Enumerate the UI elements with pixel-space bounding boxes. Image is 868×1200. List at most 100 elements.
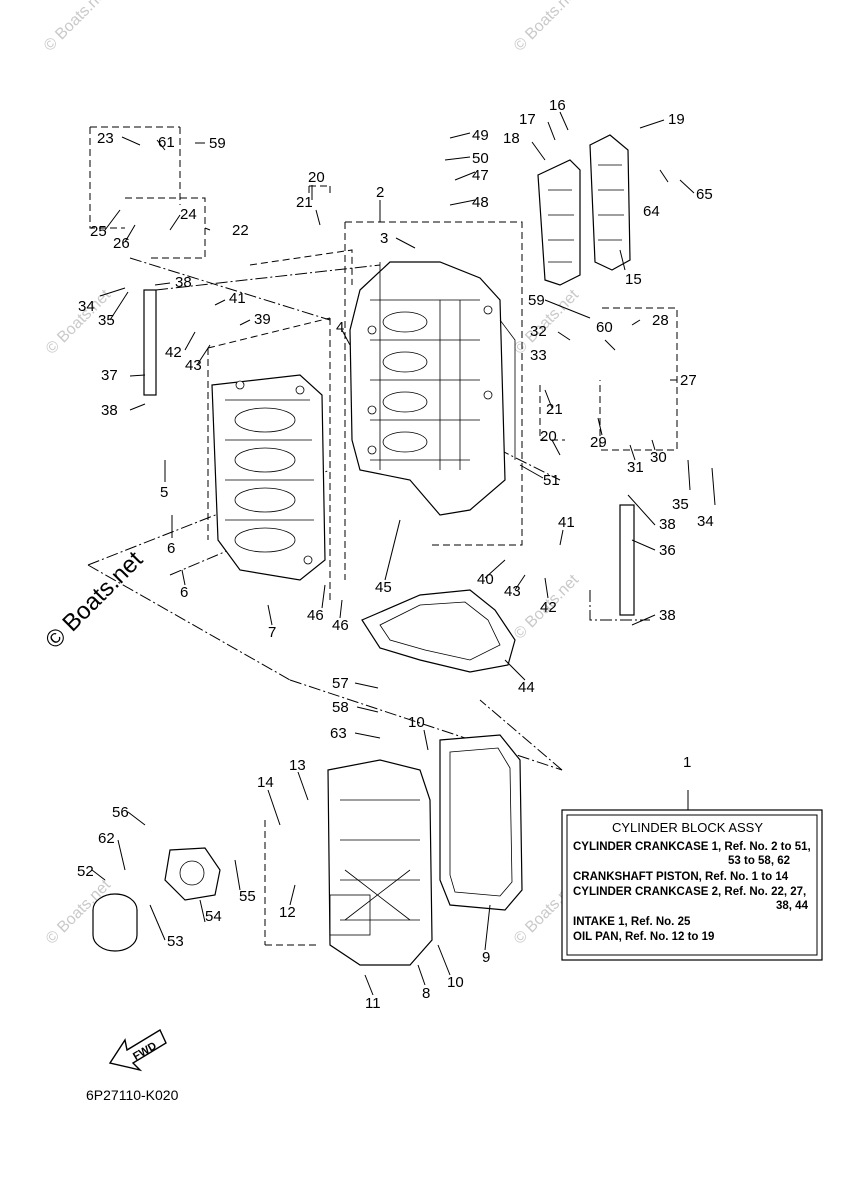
fwd-label: FWD: [131, 1040, 159, 1063]
callout-30: 30: [650, 449, 667, 466]
callout-65: 65: [696, 186, 713, 203]
callout-9: 9: [482, 949, 490, 966]
callout-20: 20: [540, 428, 557, 445]
callout-62: 62: [98, 830, 115, 847]
callout-3: 3: [380, 230, 388, 247]
callout-22: 22: [232, 222, 249, 239]
callout-49: 49: [472, 127, 489, 144]
callout-44: 44: [518, 679, 535, 696]
callout-45: 45: [375, 579, 392, 596]
callout-47: 47: [472, 167, 489, 184]
callout-29: 29: [590, 434, 607, 451]
watermark-small: © Boats.net: [511, 0, 583, 55]
callout-33: 33: [530, 347, 547, 364]
callout-51: 51: [543, 472, 560, 489]
callout-35: 35: [672, 496, 689, 513]
callout-38: 38: [175, 274, 192, 291]
exhaust-cover-18: [537, 159, 581, 286]
oil-filter: [92, 893, 138, 952]
callout-19: 19: [668, 111, 685, 128]
callout-11: 11: [365, 995, 381, 1012]
callout-64: 64: [643, 203, 660, 220]
callout-42: 42: [165, 344, 182, 361]
callout-21: 21: [296, 194, 313, 211]
callout-16: 16: [549, 97, 566, 114]
callout-38: 38: [101, 402, 118, 419]
callout-46: 46: [332, 617, 349, 634]
callout-34: 34: [78, 298, 95, 315]
watermark-small: © Boats.net: [41, 0, 113, 55]
pipe-37: [143, 289, 157, 396]
callout-24: 24: [180, 206, 197, 223]
callout-28: 28: [652, 312, 669, 329]
legend-line: CRANKSHAFT PISTON, Ref. No. 1 to 14: [573, 871, 789, 883]
callout-38: 38: [659, 607, 676, 624]
callout-36: 36: [659, 542, 676, 559]
callout-10: 10: [447, 974, 464, 991]
callout-59: 59: [528, 292, 545, 309]
callout-59: 59: [209, 135, 226, 152]
callout-31: 31: [627, 459, 644, 476]
legend-ref-number: 1: [683, 754, 691, 771]
callout-8: 8: [422, 985, 430, 1002]
callout-18: 18: [503, 130, 520, 147]
callout-20: 20: [308, 169, 325, 186]
callout-35: 35: [98, 312, 115, 329]
legend-line: CYLINDER CRANKCASE 1, Ref. No. 2 to 51,: [573, 841, 811, 853]
callout-34: 34: [697, 513, 714, 530]
drawing-code: 6P27110-K020: [86, 1087, 179, 1103]
callout-2: 2: [376, 184, 384, 201]
callout-23: 23: [97, 130, 114, 147]
callout-57: 57: [332, 675, 349, 692]
legend-line: 38, 44: [776, 900, 809, 912]
callout-42: 42: [540, 599, 557, 616]
callout-25: 25: [90, 223, 107, 240]
callout-61: 61: [158, 134, 175, 151]
callout-6: 6: [167, 540, 175, 557]
callout-37: 37: [101, 367, 118, 384]
callout-41: 41: [558, 514, 575, 531]
callouts: 2 3 4 5 6 6 7 8 9 10 10 11 12 13 14 15 1…: [77, 97, 714, 1012]
callout-55: 55: [239, 888, 256, 905]
callout-43: 43: [504, 583, 521, 600]
callout-15: 15: [625, 271, 642, 288]
fwd-arrow: FWD: [108, 1028, 167, 1072]
pipe-36: [619, 504, 635, 616]
legend: 1 CYLINDER BLOCK ASSY CYLINDER CRANKCASE…: [561, 754, 823, 961]
callout-10: 10: [408, 714, 425, 731]
callout-7: 7: [268, 624, 276, 641]
callout-27: 27: [680, 372, 697, 389]
cylinder-block: [349, 261, 516, 516]
callout-12: 12: [279, 904, 296, 921]
legend-line: CYLINDER CRANKCASE 2, Ref. No. 22, 27,: [573, 886, 806, 898]
callout-17: 17: [519, 111, 536, 128]
callout-43: 43: [185, 357, 202, 374]
crankcase-cover: [211, 374, 326, 581]
callout-52: 52: [77, 863, 94, 880]
callout-60: 60: [596, 319, 613, 336]
callout-46: 46: [307, 607, 324, 624]
callout-39: 39: [254, 311, 271, 328]
gasket-44: [361, 589, 516, 673]
callout-21: 21: [546, 401, 563, 418]
callout-41: 41: [229, 290, 246, 307]
callout-50: 50: [472, 150, 489, 167]
callout-5: 5: [160, 484, 168, 501]
callout-4: 4: [336, 319, 344, 336]
legend-line: 53 to 58, 62: [728, 855, 790, 867]
filter-housing-54: [164, 847, 221, 901]
callout-6: 6: [180, 584, 188, 601]
callout-63: 63: [330, 725, 347, 742]
oil-pan-gasket-9: [439, 734, 523, 911]
callout-26: 26: [113, 235, 130, 252]
leader-lines: [91, 111, 716, 996]
callout-38: 38: [659, 516, 676, 533]
exhaust-cover-15: [589, 134, 631, 271]
legend-line: INTAKE 1, Ref. No. 25: [573, 916, 691, 928]
callout-14: 14: [257, 774, 274, 791]
oil-pan: [327, 759, 433, 966]
callout-54: 54: [205, 908, 222, 925]
legend-title: CYLINDER BLOCK ASSY: [612, 820, 763, 835]
callout-40: 40: [477, 571, 494, 588]
